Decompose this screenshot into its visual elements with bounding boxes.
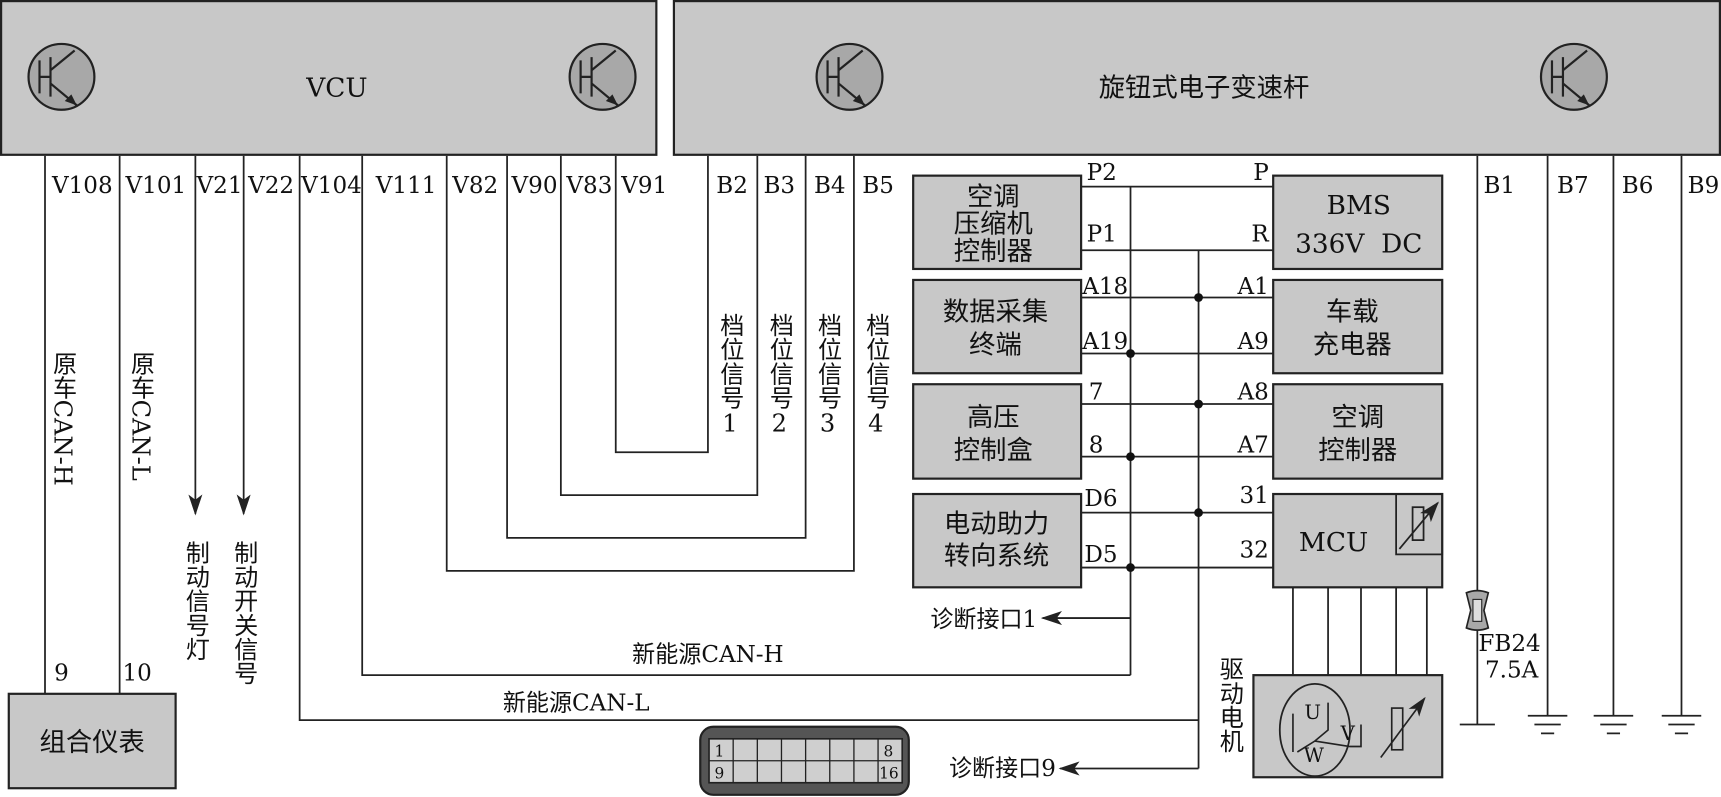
ground-icon xyxy=(1527,714,1702,735)
cluster-pin: 9 xyxy=(54,661,69,687)
svg-text:W: W xyxy=(1304,744,1325,767)
can-l-orig-label: 原车CAN-L xyxy=(126,351,154,480)
vcu-module xyxy=(0,0,658,156)
svg-text:BMS: BMS xyxy=(1327,191,1391,221)
svg-text:MCU: MCU xyxy=(1299,528,1368,558)
obd-connector: 1 8 9 16 xyxy=(699,725,910,796)
gear-signal-4-label: 档位信号4 xyxy=(862,313,890,438)
svg-text:D6: D6 xyxy=(1084,486,1117,512)
svg-text:R: R xyxy=(1251,222,1269,248)
svg-text:A8: A8 xyxy=(1236,380,1268,406)
cluster-label: 组合仪表 xyxy=(40,728,145,758)
diag9-label: 诊断接口9 xyxy=(949,756,1056,782)
svg-text:A18: A18 xyxy=(1081,274,1128,300)
svg-text:16: 16 xyxy=(879,764,899,782)
svg-text:V21: V21 xyxy=(196,173,243,199)
can-h-orig-label: 原车CAN-H xyxy=(49,351,77,485)
svg-text:V83: V83 xyxy=(565,173,612,199)
svg-text:P2: P2 xyxy=(1087,160,1117,186)
transistor-icon xyxy=(815,42,884,111)
svg-text:336V DC: 336V DC xyxy=(1295,229,1422,259)
svg-text:B5: B5 xyxy=(862,173,894,199)
gear-signal-3-label: 档位信号3 xyxy=(814,313,842,438)
svg-text:B4: B4 xyxy=(814,173,846,199)
fuse-icon xyxy=(1465,589,1490,631)
svg-text:转向系统: 转向系统 xyxy=(944,541,1049,571)
svg-text:充电器: 充电器 xyxy=(1313,330,1392,360)
svg-text:V91: V91 xyxy=(620,173,667,199)
svg-text:A19: A19 xyxy=(1081,329,1128,355)
svg-text:B1: B1 xyxy=(1483,173,1515,199)
left-modules: 空调 压缩机 控制器 数据采集 终端 高压 控制盒 电动助力 转向系统 xyxy=(912,174,1083,589)
svg-text:控制盒: 控制盒 xyxy=(954,436,1033,466)
cluster-pin: 10 xyxy=(123,661,152,687)
svg-text:V104: V104 xyxy=(300,173,362,199)
svg-text:空调: 空调 xyxy=(1331,403,1384,433)
svg-text:B7: B7 xyxy=(1557,173,1589,199)
svg-text:V: V xyxy=(1340,722,1356,745)
svg-text:B6: B6 xyxy=(1622,173,1654,199)
svg-text:8: 8 xyxy=(1089,432,1104,458)
svg-text:B9: B9 xyxy=(1688,173,1720,199)
transistor-icon xyxy=(1539,42,1608,111)
svg-text:V22: V22 xyxy=(247,173,294,199)
vcu-label: VCU xyxy=(305,74,367,104)
svg-text:数据采集: 数据采集 xyxy=(943,298,1048,328)
brake-switch-label: 制动开关信号 xyxy=(230,540,258,685)
svg-text:控制器: 控制器 xyxy=(954,237,1033,267)
wires xyxy=(44,155,1683,776)
svg-text:U: U xyxy=(1304,701,1321,724)
svg-text:8: 8 xyxy=(884,742,894,760)
svg-text:A1: A1 xyxy=(1236,274,1268,300)
svg-text:V108: V108 xyxy=(51,173,113,199)
svg-text:1: 1 xyxy=(715,742,725,760)
svg-text:P1: P1 xyxy=(1087,222,1117,248)
svg-text:终端: 终端 xyxy=(969,330,1022,360)
shifter-pin-labels: B2 B3 B4 B5 B1 B7 B6 B9 xyxy=(716,173,1719,199)
svg-text:V101: V101 xyxy=(125,173,187,199)
vcu-pin-labels: V108 V101 V21 V22 V104 V111 V82 V90 V83 … xyxy=(51,173,667,199)
svg-text:V111: V111 xyxy=(375,173,437,199)
junction-dots xyxy=(1126,293,1203,572)
svg-text:7: 7 xyxy=(1089,380,1104,406)
transistor-icon xyxy=(27,42,96,111)
diag1-label: 诊断接口1 xyxy=(930,607,1037,633)
svg-text:车载: 车载 xyxy=(1326,298,1379,328)
svg-text:控制器: 控制器 xyxy=(1318,436,1397,466)
motor-label: 驱动电机 xyxy=(1215,656,1243,753)
right-modules: BMS 336V DC 车载 充电器 空调 控制器 MCU xyxy=(1272,174,1444,589)
svg-text:9: 9 xyxy=(715,764,725,782)
svg-text:B3: B3 xyxy=(763,173,795,199)
transistor-icon xyxy=(568,42,637,111)
shifter-label: 旋钮式电子变速杆 xyxy=(1099,74,1310,104)
svg-text:32: 32 xyxy=(1239,538,1268,564)
can-h-new-label: 新能源CAN-H xyxy=(632,642,783,668)
gear-signal-1-label: 档位信号1 xyxy=(716,313,744,438)
bus-pin-labels: P2 P1 A18 A19 7 8 D6 D5 P R A1 A9 A8 A7 … xyxy=(1081,160,1269,568)
svg-text:高压: 高压 xyxy=(967,403,1020,433)
gear-signal-2-label: 档位信号2 xyxy=(765,313,793,438)
svg-text:V82: V82 xyxy=(451,173,498,199)
svg-text:V90: V90 xyxy=(511,173,558,199)
svg-text:电动助力: 电动助力 xyxy=(944,509,1049,539)
svg-text:A9: A9 xyxy=(1236,329,1268,355)
svg-text:空调: 空调 xyxy=(967,182,1020,212)
svg-text:A7: A7 xyxy=(1236,432,1268,458)
svg-text:压缩机: 压缩机 xyxy=(954,210,1033,240)
fuse-name: FB24 xyxy=(1478,631,1540,657)
svg-text:P: P xyxy=(1253,160,1269,186)
svg-text:D5: D5 xyxy=(1084,542,1117,568)
cluster-module xyxy=(7,692,177,790)
can-l-new-label: 新能源CAN-L xyxy=(503,690,650,716)
fuse-rating: 7.5A xyxy=(1485,657,1539,683)
svg-text:31: 31 xyxy=(1239,483,1268,509)
drive-motor: U V W xyxy=(1252,674,1444,779)
svg-text:B2: B2 xyxy=(716,173,748,199)
brake-lamp-label: 制动信号灯 xyxy=(181,540,209,661)
